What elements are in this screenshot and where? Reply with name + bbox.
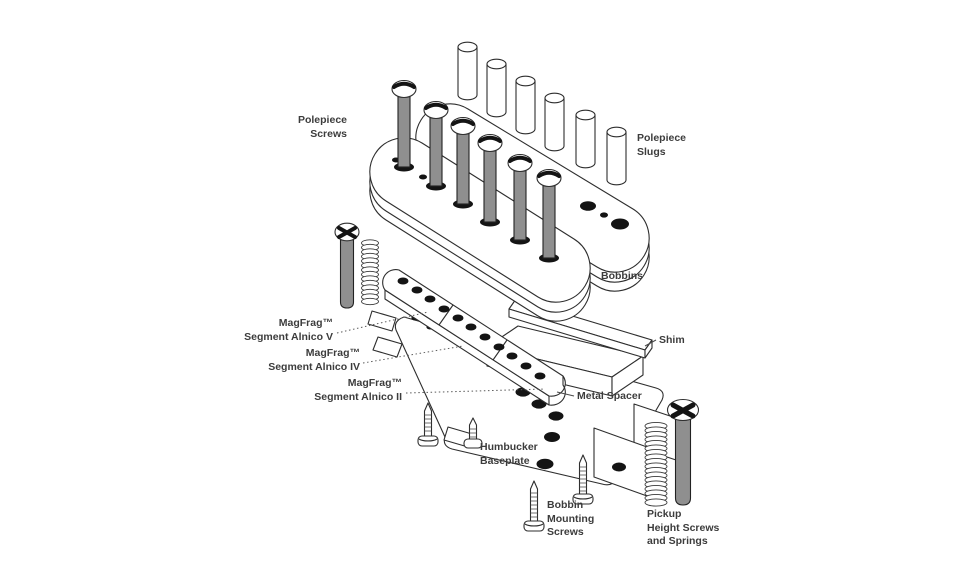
polepiece-screw <box>391 79 417 172</box>
label-magfrag-ii: MagFrag™ Segment Alnico II <box>262 377 402 404</box>
polepiece-screws-group <box>391 79 562 263</box>
phillips-slot <box>337 226 357 239</box>
label-pickup-height-screws: Pickup Height Screws and Springs <box>647 508 719 549</box>
baseplate-hole <box>531 399 547 409</box>
slug-hole <box>611 218 629 230</box>
label-bobbin-mounting-screws: Bobbin Mounting Screws <box>547 499 594 540</box>
bobbin-mounting-screw <box>523 480 545 532</box>
label-line: Metal Spacer <box>577 390 642 402</box>
label-line: Pickup <box>647 508 682 520</box>
polepiece-screw <box>507 153 533 245</box>
magfrag-magnet-bar-group <box>382 269 566 406</box>
baseplate-tab <box>372 336 403 358</box>
label-line: MagFrag™ <box>305 347 360 359</box>
label-line: Height Screws <box>647 521 720 534</box>
label-line: Slugs <box>637 145 666 158</box>
slug-cylinder <box>544 92 565 152</box>
label-line: Polepiece <box>637 132 687 144</box>
label-magfrag-iv: MagFrag™ Segment Alnico IV <box>220 347 360 374</box>
label-line: Humbucker <box>480 441 538 453</box>
height-screw-shaft <box>674 417 692 506</box>
label-line: Segment Alnico IV <box>268 360 360 373</box>
spring-left <box>361 239 379 306</box>
bobbin-mounting-screw <box>572 454 594 505</box>
polepiece-slugs-group <box>457 41 627 186</box>
polepiece-screw <box>477 133 503 227</box>
label-metal-spacer: Metal Spacer <box>577 390 642 404</box>
baseplate-tab <box>367 310 397 332</box>
bobbin-mounting-screws-group <box>417 402 594 532</box>
label-magfrag-v: MagFrag™ Segment Alnico V <box>193 317 333 344</box>
label-line: MagFrag™ <box>347 377 402 389</box>
label-line: Segment Alnico V <box>244 330 333 343</box>
label-line: Bobbin <box>547 499 584 511</box>
label-line: Shim <box>659 334 685 346</box>
leg-hole <box>612 462 626 472</box>
baseplate-hole <box>536 458 554 470</box>
metal-spacer-leader <box>556 391 575 397</box>
bobbin-mounting-screw <box>463 417 483 449</box>
polepiece-screw <box>536 168 562 263</box>
label-line: Bobbins <box>601 270 643 282</box>
baseplate-hole <box>548 411 564 421</box>
height-screw-shaft <box>339 239 355 309</box>
label-shim: Shim <box>659 334 685 348</box>
label-polepiece-screws: Polepiece Screws <box>257 114 347 141</box>
leader-lines <box>336 311 657 397</box>
height-screw-left-group <box>334 222 379 309</box>
label-line: Polepiece <box>297 114 347 126</box>
label-line: Segment Alnico II <box>314 390 402 403</box>
label-polepiece-slugs: Polepiece Slugs <box>637 132 686 159</box>
label-line: Screws <box>547 526 584 538</box>
label-line: Baseplate <box>480 454 530 467</box>
phillips-slot <box>670 402 696 419</box>
label-line: Screws <box>310 127 347 140</box>
slug-cylinder <box>515 75 536 135</box>
polepiece-screw <box>450 116 476 209</box>
slug-hole <box>580 201 596 211</box>
baseplate-hole <box>544 432 560 442</box>
screw-bobbin-group <box>369 137 591 322</box>
magfrag-ii-leader <box>405 388 546 394</box>
magfrag-iv-leader <box>362 345 464 364</box>
label-line: and Springs <box>647 535 708 547</box>
polepiece-screw <box>423 100 449 191</box>
label-line: MagFrag™ <box>278 317 333 329</box>
slug-cylinder <box>606 126 627 186</box>
slug-cylinder <box>486 58 507 118</box>
spring-right <box>644 421 668 507</box>
magfrag-seam <box>438 304 454 326</box>
slug-bobbin-group <box>415 103 650 292</box>
slug-cylinder <box>575 109 596 169</box>
slug-cylinder <box>457 41 478 101</box>
label-line: Mounting <box>547 512 595 525</box>
label-humbucker-baseplate: Humbucker Baseplate <box>480 441 538 468</box>
shim-leader <box>644 339 657 347</box>
bobbin-mounting-screw <box>417 402 439 447</box>
height-screw-right-group <box>644 398 700 507</box>
label-bobbins: Bobbins <box>601 270 643 284</box>
slug-hole <box>600 212 608 218</box>
